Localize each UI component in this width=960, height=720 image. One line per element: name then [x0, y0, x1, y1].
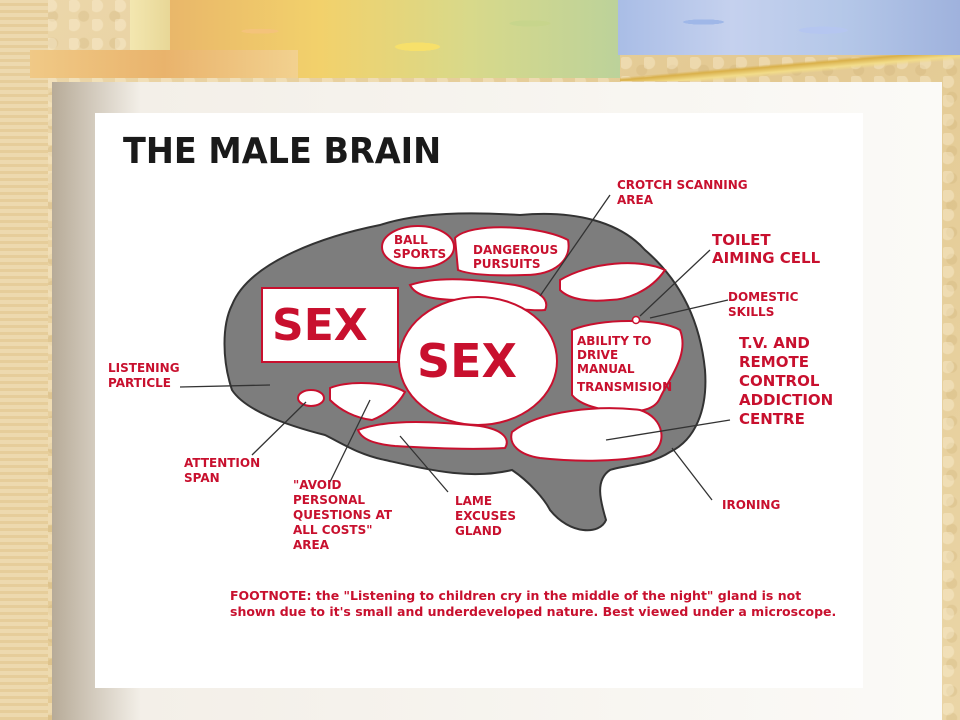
ability-label-3: MANUAL [577, 362, 635, 376]
banner-swoosh [620, 55, 960, 81]
lame-excuses-region [356, 421, 508, 450]
tv-remote-region [510, 407, 663, 462]
ability-label-1: ABILITY TO [577, 334, 651, 348]
lame-excuses-label-2: EXCUSES [455, 509, 516, 523]
sex-box-region [261, 287, 399, 363]
avoid-personal-label-1: "AVOID [293, 478, 341, 492]
tv-remote-label-4: ADDICTION [739, 391, 833, 409]
dangerous-pursuits-label-1: DANGEROUS [473, 243, 558, 257]
dangerous-pursuits-region [453, 226, 570, 277]
avoid-personal-region [329, 382, 407, 422]
tv-remote-label-2: REMOTE [739, 353, 809, 371]
sex-box-label: SEX [272, 300, 368, 351]
attention-span-label-1: ATTENTION [184, 456, 260, 470]
leader-lines [179, 194, 731, 501]
avoid-personal-label-5: AREA [293, 538, 330, 552]
ironing-label: IRONING [722, 498, 780, 512]
sex-circle-label: SEX [417, 334, 517, 388]
toilet-aiming-label-2: AIMING CELL [712, 249, 821, 267]
tv-remote-label-1: T.V. AND [739, 334, 810, 352]
domestic-skills-label-2: SKILLS [728, 305, 774, 319]
listening-particle-label-1: LISTENING [108, 361, 180, 375]
banner-flowers-right [618, 0, 960, 55]
lame-excuses-label-1: LAME [455, 494, 492, 508]
footnote: FOOTNOTE: the "Listening to children cry… [230, 588, 837, 619]
crotch-scanning-region [559, 262, 667, 302]
diagram-title: THE MALE BRAIN [123, 131, 442, 172]
ball-sports-region [381, 225, 455, 269]
tv-remote-label-5: CENTRE [739, 410, 805, 428]
avoid-personal-label-3: QUESTIONS AT [293, 508, 393, 522]
dangerous-pursuits-label-2: PURSUITS [473, 257, 540, 271]
attention-span-region [297, 389, 325, 407]
ability-label-2: DRIVE [577, 348, 618, 362]
toilet-aiming-label-1: TOILET [712, 231, 771, 249]
slide-left-border [0, 0, 48, 720]
domestic-skills-label-1: DOMESTIC [728, 290, 799, 304]
avoid-personal-label-4: ALL COSTS" [293, 523, 373, 537]
ball-sports-label-1: BALL [394, 233, 428, 247]
attention-span-label-2: SPAN [184, 471, 220, 485]
crotch-scanning-label-1: CROTCH SCANNING [617, 178, 748, 192]
lame-excuses-label-3: GLAND [455, 524, 502, 538]
toilet-aiming-cell [631, 315, 641, 325]
ability-label-4: TRANSMISION [577, 380, 672, 394]
avoid-personal-label-2: PERSONAL [293, 493, 365, 507]
ball-sports-label-2: SPORTS [393, 247, 446, 261]
tv-remote-label-3: CONTROL [739, 372, 820, 390]
crotch-scanning-label-2: AREA [617, 193, 654, 207]
banner-strip [30, 50, 298, 78]
listening-particle-label-2: PARTICLE [108, 376, 171, 390]
